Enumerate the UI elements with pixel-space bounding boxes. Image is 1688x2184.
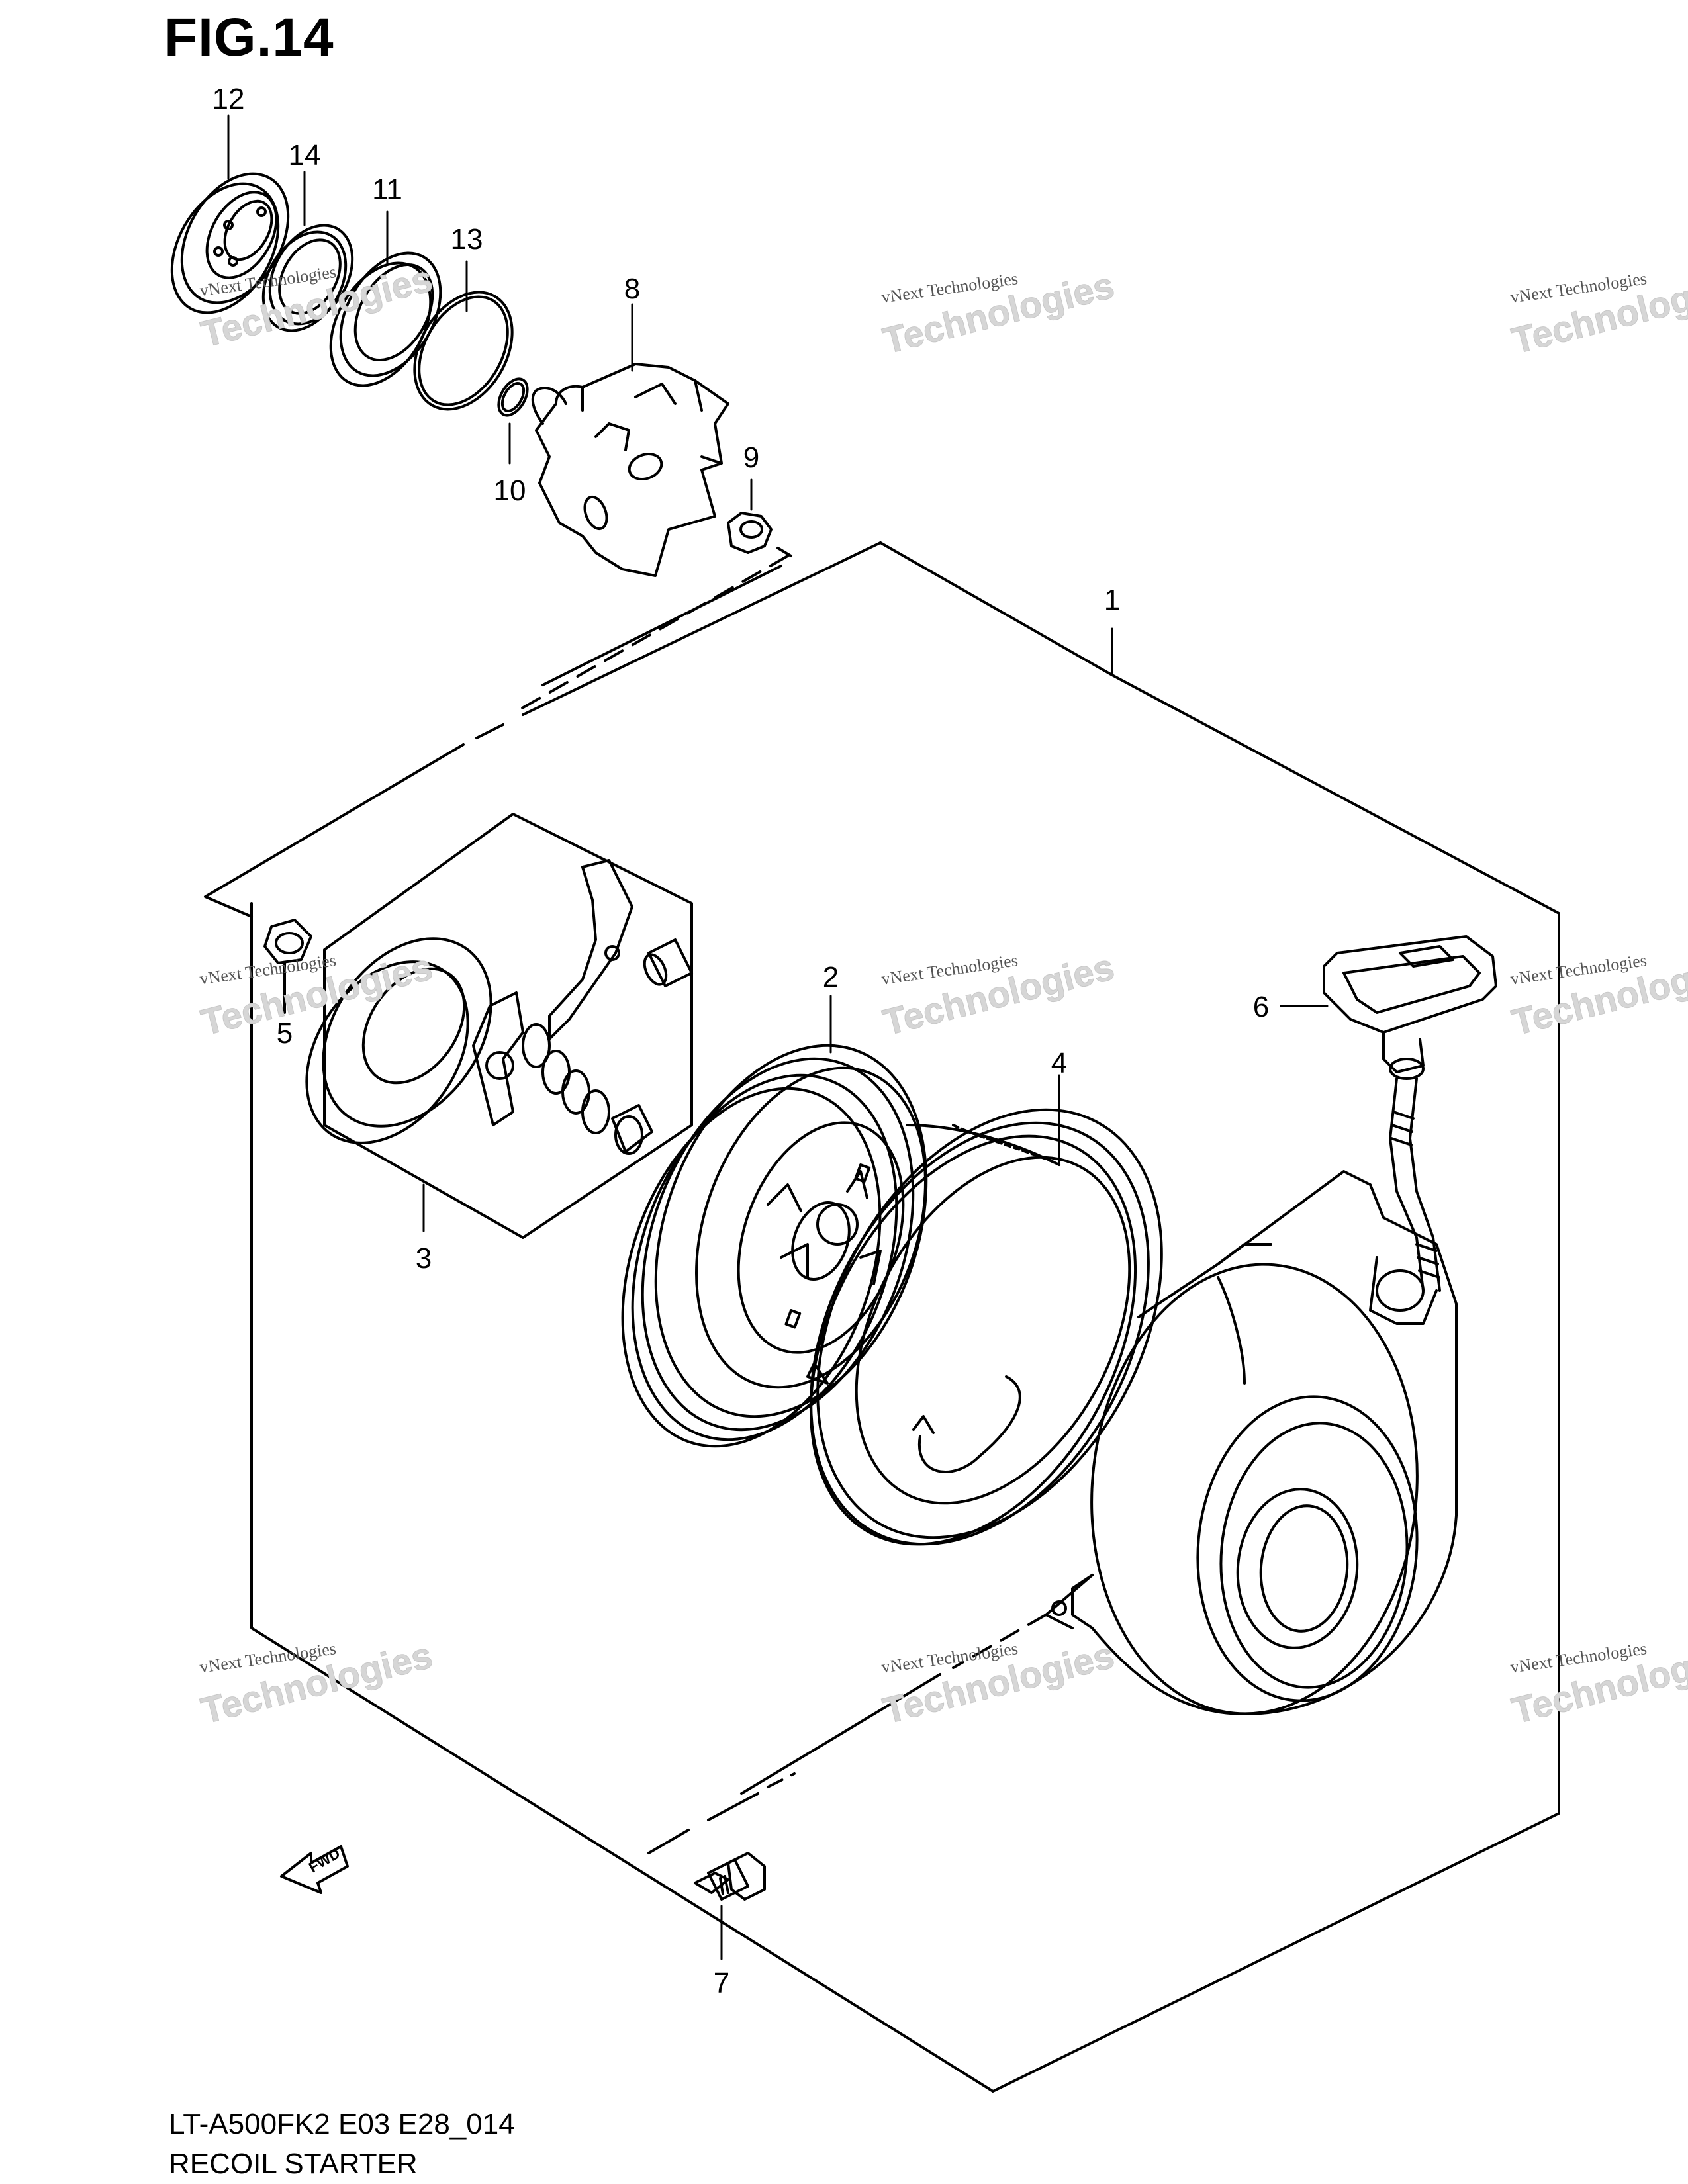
figure-code: LT-A500FK2 E03 E28_014 [169, 2108, 515, 2140]
figure-title: FIG.14 [164, 7, 334, 68]
oring-part-13 [413, 291, 514, 411]
callout-11: 11 [372, 173, 402, 206]
handle-part-6 [1323, 935, 1497, 1292]
figure-name: RECOIL STARTER [169, 2148, 418, 2180]
callout-2: 2 [822, 961, 839, 993]
callout-5: 5 [276, 1017, 293, 1050]
callout-7: 7 [713, 1967, 730, 1999]
callout-3: 3 [415, 1242, 432, 1275]
pawl-part [548, 859, 633, 1040]
friction-spring-part [472, 991, 653, 1155]
sub-assembly-box-3 [323, 813, 693, 1239]
nut-part-9 [727, 512, 773, 554]
callout-9: 9 [743, 441, 760, 474]
callout-14: 14 [288, 139, 321, 171]
bearing-part-12 [170, 172, 290, 314]
oring-part-10 [497, 377, 529, 417]
leader-lines [227, 114, 1329, 1960]
callout-12: 12 [212, 83, 245, 115]
callout-8: 8 [624, 273, 641, 305]
seal-part-14 [261, 224, 354, 332]
callout-1: 1 [1103, 584, 1121, 616]
callout-6: 6 [1252, 991, 1270, 1023]
pin-part [643, 938, 693, 987]
callout-10: 10 [493, 475, 526, 507]
bolt-part-7 [647, 1772, 796, 1901]
bolt-part-5 [263, 919, 312, 1014]
plate-part [305, 937, 492, 1144]
starter-cup-part-8 [531, 363, 729, 577]
callout-13: 13 [450, 223, 483, 255]
starter-case [1045, 1170, 1458, 1715]
spring-part-4 [809, 1108, 1163, 1546]
callout-4: 4 [1051, 1047, 1068, 1079]
fwd-arrow-icon [280, 1845, 349, 1894]
